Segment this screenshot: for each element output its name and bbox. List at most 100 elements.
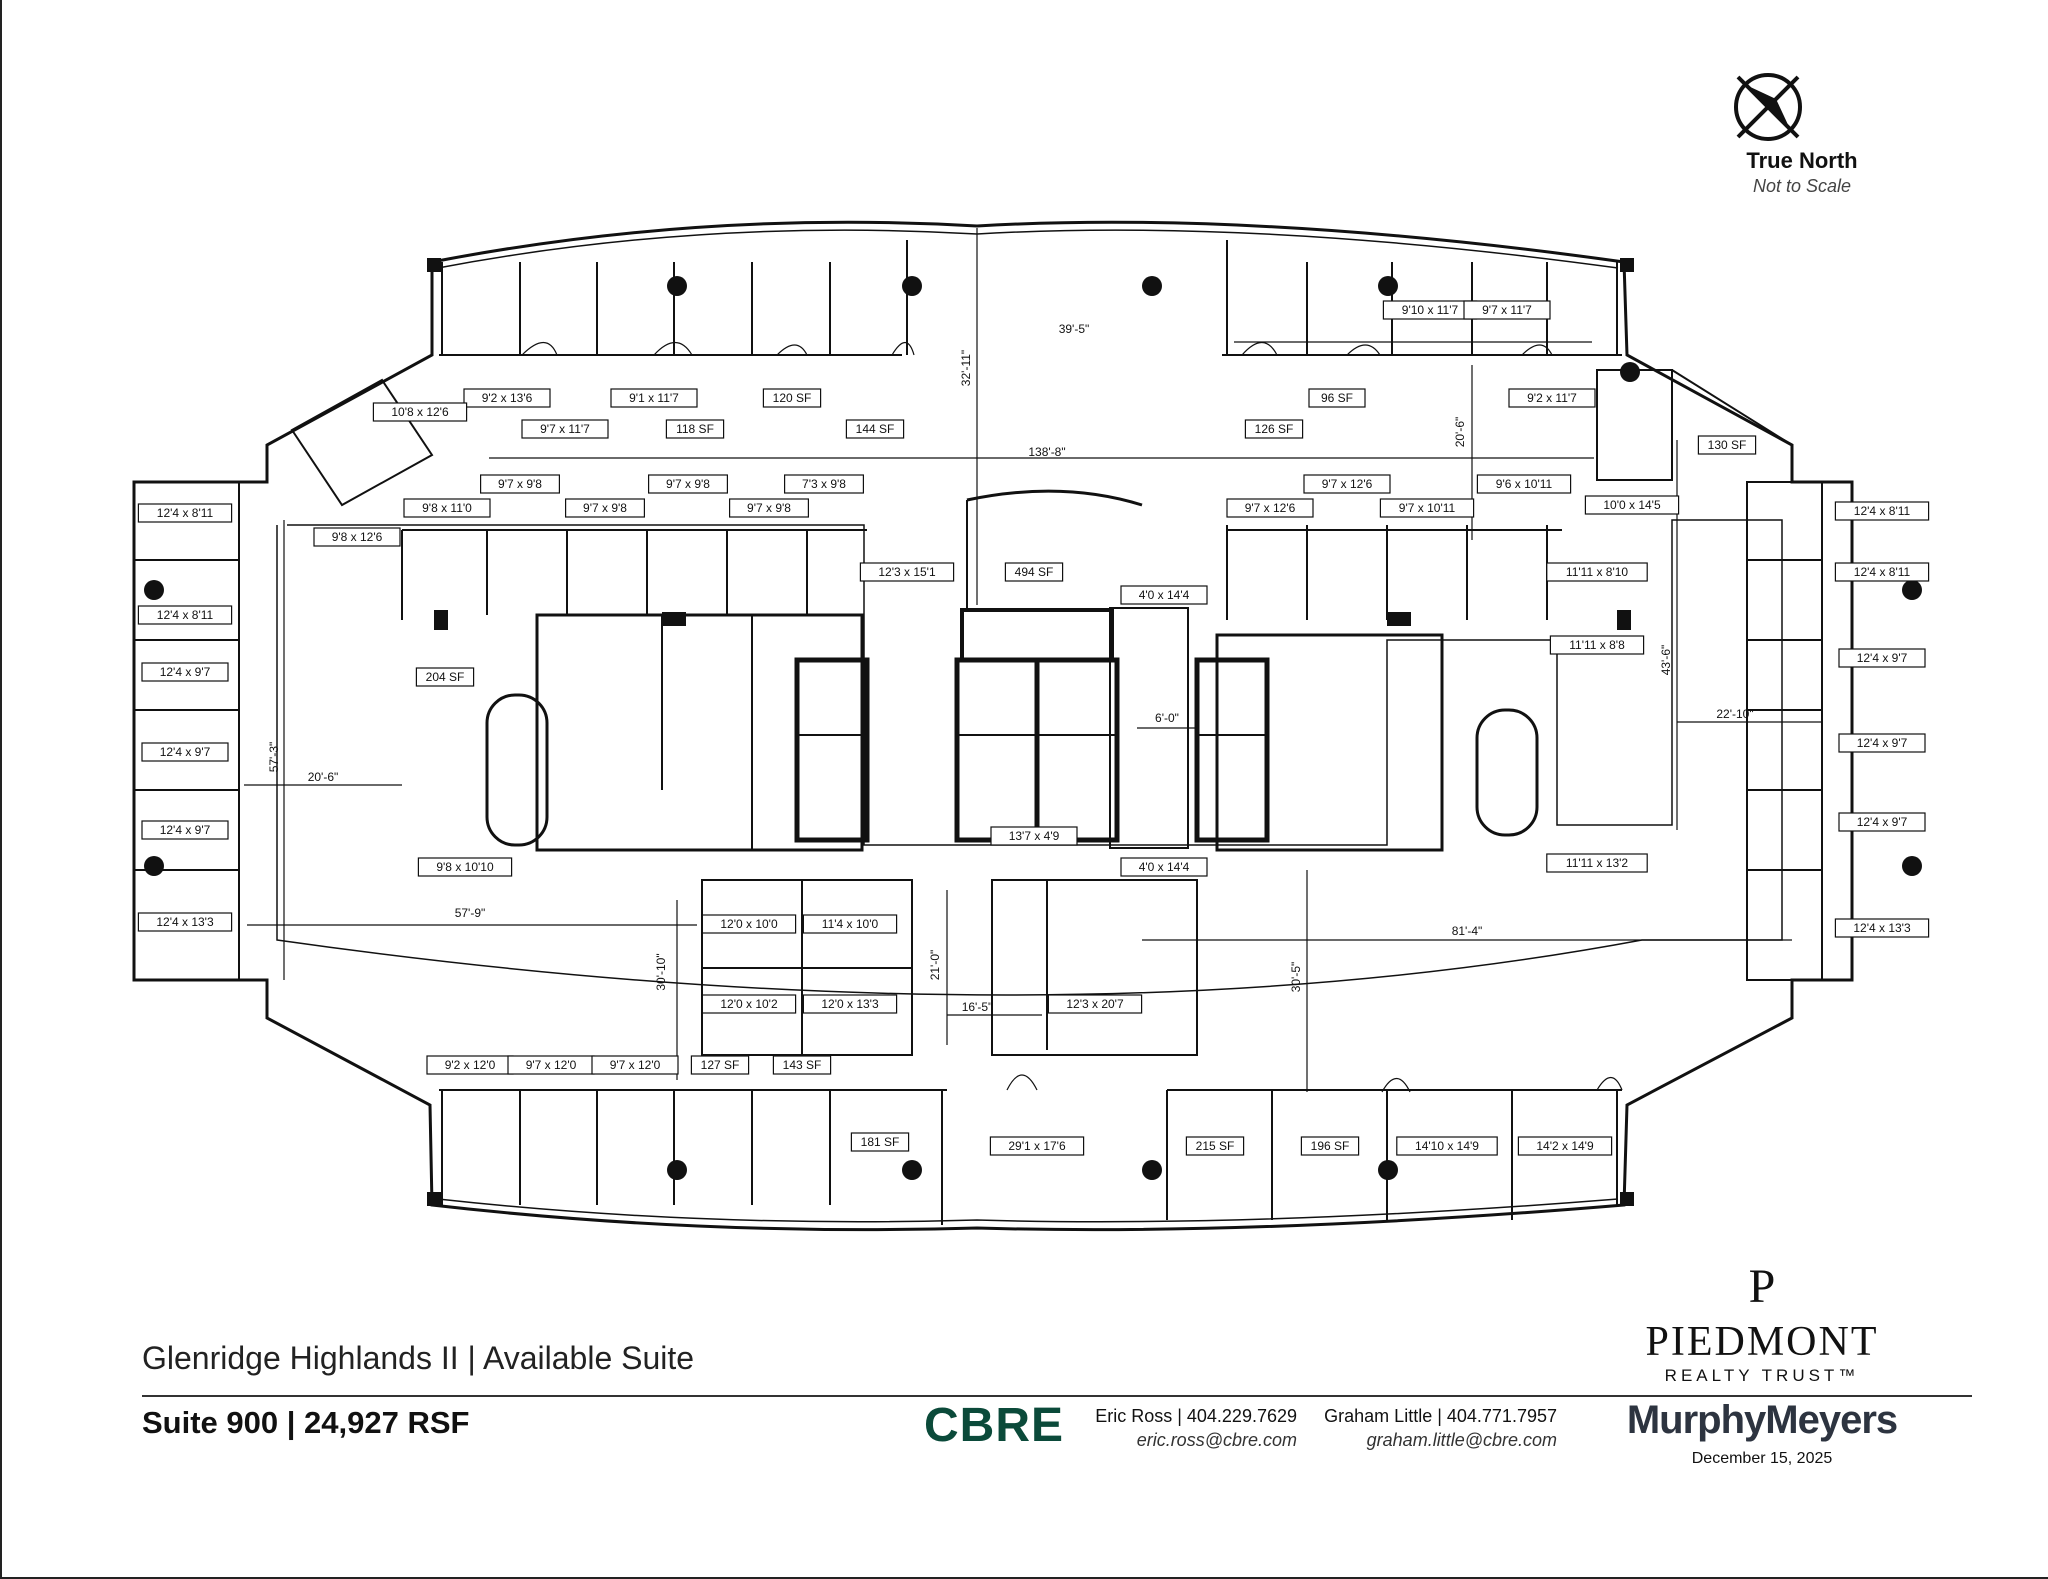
room-label: 10'8 x 12'6 bbox=[372, 402, 468, 422]
room-label: 126 SF bbox=[1244, 419, 1304, 439]
room-label: 7'3 x 9'8 bbox=[783, 474, 864, 494]
dimension-label: 81'-4" bbox=[1452, 924, 1483, 938]
room-label: 143 SF bbox=[772, 1055, 832, 1075]
murphymeyers-logo: MurphyMeyers bbox=[1626, 1398, 1898, 1442]
room-label-text: 12'0 x 13'3 bbox=[821, 997, 879, 1011]
room-label-text: 143 SF bbox=[783, 1058, 822, 1072]
room-label: 9'7 x 12'0 bbox=[507, 1055, 595, 1075]
room-label-text: 9'7 x 9'8 bbox=[583, 501, 627, 515]
room-label: 29'1 x 17'6 bbox=[989, 1136, 1085, 1156]
room-label: 9'7 x 12'6 bbox=[1303, 474, 1391, 494]
room-label: 9'7 x 9'8 bbox=[728, 498, 809, 518]
room-label: 12'4 x 9'7 bbox=[1838, 648, 1926, 668]
room-label-text: 4'0 x 14'4 bbox=[1139, 588, 1190, 602]
room-label-text: 12'4 x 8'11 bbox=[157, 608, 214, 622]
room-label: 9'2 x 13'6 bbox=[463, 388, 551, 408]
room-label-text: 12'3 x 20'7 bbox=[1066, 997, 1124, 1011]
room-label: 9'10 x 11'7 bbox=[1382, 300, 1478, 320]
room-label-text: 12'0 x 10'0 bbox=[720, 917, 778, 931]
plan-date: December 15, 2025 bbox=[1691, 1450, 1833, 1467]
room-label: 12'4 x 8'11 bbox=[137, 605, 233, 625]
room-label: 127 SF bbox=[690, 1055, 750, 1075]
north-compass-icon bbox=[1734, 73, 1802, 141]
dimension-label: 30'-10" bbox=[654, 953, 668, 990]
room-label-text: 494 SF bbox=[1015, 565, 1054, 579]
contact-email-link[interactable]: eric.ross@cbre.com bbox=[1136, 1430, 1297, 1450]
room-label-text: 9'7 x 10'11 bbox=[1399, 501, 1456, 515]
building-title: Glenridge Highlands II | Available Suite bbox=[142, 1340, 695, 1376]
room-label: 9'2 x 12'0 bbox=[426, 1055, 514, 1075]
room-label-text: 9'7 x 9'8 bbox=[498, 477, 542, 491]
dimension-label: 6'-0" bbox=[1155, 711, 1179, 725]
room-label-text: 12'3 x 15'1 bbox=[878, 565, 936, 579]
footer-divider bbox=[142, 1395, 1972, 1397]
room-label-text: 9'2 x 13'6 bbox=[482, 391, 533, 405]
room-label: 144 SF bbox=[845, 419, 905, 439]
room-label: 9'7 x 9'8 bbox=[480, 474, 561, 494]
room-label-text: 215 SF bbox=[1196, 1139, 1235, 1153]
room-label-text: 14'2 x 14'9 bbox=[1536, 1139, 1594, 1153]
room-label-text: 9'8 x 10'10 bbox=[436, 860, 494, 874]
dimension-label: 30'-5" bbox=[1289, 962, 1303, 993]
dimension-label: 21'-0" bbox=[928, 950, 942, 981]
room-label-text: 4'0 x 14'4 bbox=[1139, 860, 1190, 874]
room-label: 14'10 x 14'9 bbox=[1396, 1136, 1498, 1156]
room-label: 12'3 x 20'7 bbox=[1047, 994, 1143, 1014]
building-outline bbox=[132, 220, 1854, 1232]
contact-email-link[interactable]: graham.little@cbre.com bbox=[1366, 1430, 1557, 1450]
room-label: 96 SF bbox=[1308, 388, 1366, 408]
room-label-text: 9'1 x 11'7 bbox=[629, 391, 679, 405]
room-label-text: 12'4 x 9'7 bbox=[160, 745, 211, 759]
room-label-text: 10'8 x 12'6 bbox=[391, 405, 449, 419]
room-label-text: 11'11 x 8'8 bbox=[1569, 638, 1625, 652]
room-label: 11'11 x 8'8 bbox=[1549, 635, 1645, 655]
room-label-text: 9'7 x 11'7 bbox=[1482, 303, 1532, 317]
room-label-text: 9'7 x 12'6 bbox=[1245, 501, 1296, 515]
room-label: 9'1 x 11'7 bbox=[610, 388, 698, 408]
door-swings bbox=[521, 341, 1623, 1093]
room-label: 9'7 x 11'7 bbox=[521, 419, 609, 439]
room-label: 9'7 x 12'6 bbox=[1226, 498, 1314, 518]
room-label: 12'4 x 9'7 bbox=[141, 742, 229, 762]
room-label-text: 118 SF bbox=[676, 422, 714, 436]
dimension-label: 20'-6" bbox=[308, 770, 339, 784]
room-label-text: 9'7 x 9'8 bbox=[666, 477, 710, 491]
room-label-text: 9'8 x 11'0 bbox=[422, 501, 472, 515]
room-label-text: 120 SF bbox=[773, 391, 812, 405]
room-label: 215 SF bbox=[1185, 1136, 1245, 1156]
dimension-label: 43'-6" bbox=[1659, 645, 1673, 676]
room-label-text: 12'4 x 13'3 bbox=[1853, 921, 1911, 935]
room-label-text: 13'7 x 4'9 bbox=[1009, 829, 1060, 843]
piedmont-sub: REALTY TRUST™ bbox=[1664, 1366, 1860, 1385]
room-label-text: 144 SF bbox=[856, 422, 895, 436]
room-label-text: 12'4 x 9'7 bbox=[1857, 815, 1908, 829]
room-label: 4'0 x 14'4 bbox=[1120, 857, 1208, 877]
room-label: 10'0 x 14'5 bbox=[1584, 495, 1680, 515]
room-label-text: 12'4 x 9'7 bbox=[1857, 651, 1908, 665]
piedmont-logo: P PIEDMONT REALTY TRUST™ bbox=[1602, 1262, 1922, 1386]
dimension-label: 32'-11" bbox=[959, 350, 973, 386]
columns bbox=[144, 258, 1922, 1206]
room-label-text: 96 SF bbox=[1321, 391, 1353, 405]
room-label: 9'8 x 10'10 bbox=[417, 857, 513, 877]
room-label-text: 10'0 x 14'5 bbox=[1603, 498, 1661, 512]
suite-title: Suite 900 | 24,927 RSF bbox=[142, 1405, 470, 1440]
dimension-label: 39'-5" bbox=[1059, 322, 1090, 336]
room-label: 13'7 x 4'9 bbox=[990, 826, 1078, 846]
room-label-text: 12'4 x 13'3 bbox=[156, 915, 214, 929]
room-label: 204 SF bbox=[415, 667, 475, 687]
room-label: 11'11 x 8'10 bbox=[1546, 562, 1648, 582]
room-label-text: 130 SF bbox=[1708, 438, 1747, 452]
room-label: 12'4 x 13'3 bbox=[137, 912, 233, 932]
room-label-text: 29'1 x 17'6 bbox=[1008, 1139, 1066, 1153]
piedmont-mark-icon: P bbox=[1748, 1260, 1776, 1313]
room-label: 12'0 x 10'0 bbox=[701, 914, 797, 934]
room-label: 181 SF bbox=[850, 1132, 910, 1152]
room-label: 14'2 x 14'9 bbox=[1517, 1136, 1613, 1156]
room-label-text: 12'0 x 10'2 bbox=[720, 997, 778, 1011]
room-label: 4'0 x 14'4 bbox=[1120, 585, 1208, 605]
room-label-text: 9'7 x 12'6 bbox=[1322, 477, 1373, 491]
dimension-labels: 39'-5"32'-11"138'-8"20'-6"43'-6"22'-10"5… bbox=[267, 322, 1754, 1014]
room-label-text: 196 SF bbox=[1311, 1139, 1350, 1153]
